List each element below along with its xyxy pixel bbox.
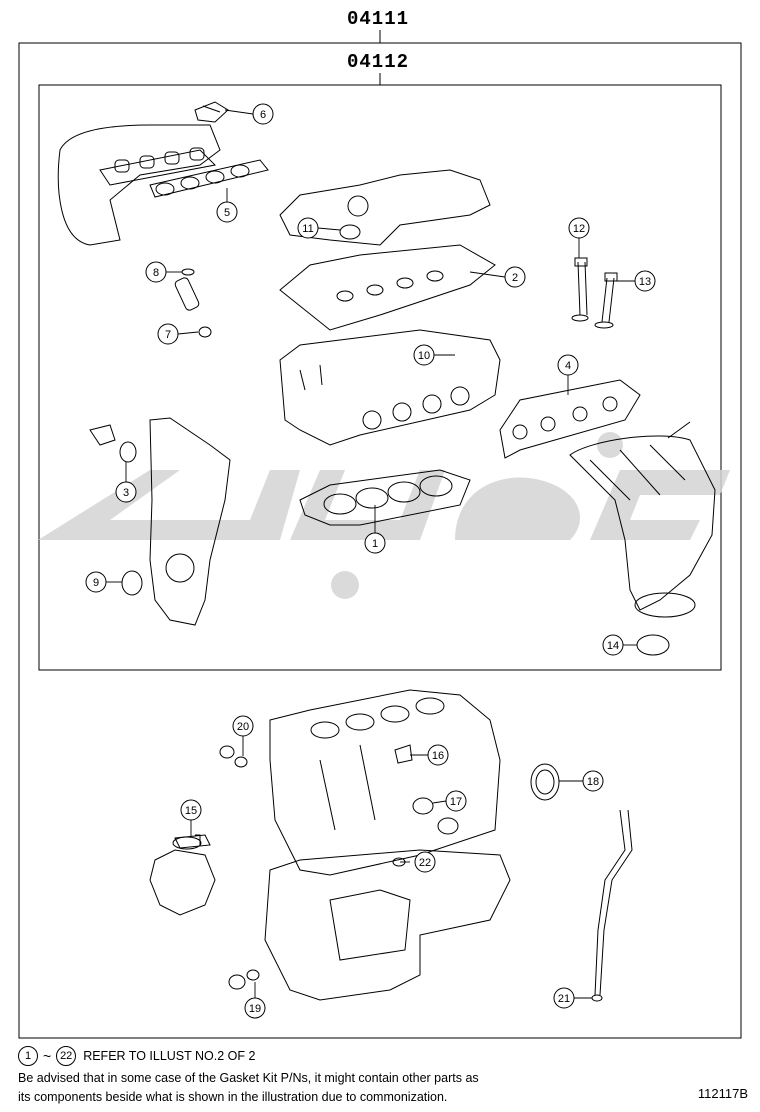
callout-22: 22 <box>414 851 436 873</box>
callout-12: 12 <box>568 217 590 239</box>
svg-text:15: 15 <box>185 805 197 817</box>
svg-text:5: 5 <box>224 207 230 219</box>
part-drawings <box>57 101 716 1002</box>
callout-21: 21 <box>553 987 575 1009</box>
callout-17: 17 <box>445 790 467 812</box>
callout-11: 11 <box>297 217 319 239</box>
callout-4: 4 <box>557 354 579 376</box>
intake-manifold-drawing <box>57 101 269 246</box>
sub-kit-part-number: 04112 <box>347 51 410 73</box>
svg-text:12: 12 <box>573 223 585 235</box>
oil-pump-drawing <box>149 834 216 916</box>
head-gasket-drawing <box>299 469 471 526</box>
svg-text:17: 17 <box>450 796 462 808</box>
svg-text:9: 9 <box>93 577 99 589</box>
illustration-code: 112117B <box>697 1086 748 1101</box>
valve-cover-drawing <box>279 169 496 331</box>
svg-text:8: 8 <box>153 267 159 279</box>
watermark-logo <box>38 432 730 599</box>
svg-text:7: 7 <box>165 329 171 341</box>
valves-drawing <box>571 257 618 329</box>
kit-part-number: 04111 <box>347 8 410 30</box>
svg-text:21: 21 <box>558 993 570 1005</box>
svg-text:6: 6 <box>260 109 266 121</box>
cylinder-head-drawing <box>279 329 501 446</box>
footer-reference: 1 ~ 22 REFER TO ILLUST NO.2 OF 2 <box>18 1046 255 1066</box>
inner-kit-frame <box>38 84 722 671</box>
callout-10: 10 <box>413 344 435 366</box>
exhaust-manifold-drawing <box>569 421 716 618</box>
notice-line-1: Be advised that in some case of the Gask… <box>18 1071 479 1085</box>
callout-20: 20 <box>232 715 254 737</box>
callout-6: 6 <box>252 103 274 125</box>
svg-text:18: 18 <box>587 776 599 788</box>
ref-from-bubble: 1 <box>18 1046 38 1066</box>
callout-14: 14 <box>602 634 624 656</box>
svg-text:20: 20 <box>237 721 249 733</box>
svg-text:13: 13 <box>639 276 651 288</box>
svg-text:10: 10 <box>418 350 430 362</box>
ref-tilde: ~ <box>43 1048 52 1064</box>
svg-text:11: 11 <box>302 223 313 235</box>
svg-text:2: 2 <box>512 272 518 284</box>
notice-line-2: its components beside what is shown in t… <box>18 1090 448 1104</box>
callout-18: 18 <box>582 770 604 792</box>
oil-seal-9-drawing <box>121 570 143 596</box>
oil-seal-18-drawing <box>530 763 560 801</box>
callout-9: 9 <box>85 571 107 593</box>
callout-5: 5 <box>216 201 238 223</box>
svg-text:22: 22 <box>419 857 431 869</box>
callout-15: 15 <box>180 799 202 821</box>
callout-7: 7 <box>157 323 179 345</box>
callout-8: 8 <box>145 261 167 283</box>
svg-text:4: 4 <box>565 360 571 372</box>
cylinder-block-drawing <box>269 689 501 876</box>
oil-pan-drawing <box>264 849 511 1001</box>
svg-text:16: 16 <box>432 750 444 762</box>
svg-text:14: 14 <box>607 640 619 652</box>
svg-text:1: 1 <box>372 538 378 550</box>
svg-text:19: 19 <box>249 1003 261 1015</box>
exhaust-gasket-drawing <box>499 379 641 459</box>
timing-cover-drawing <box>89 417 231 626</box>
callout-13: 13 <box>634 270 656 292</box>
svg-text:3: 3 <box>123 487 129 499</box>
outer-kit-frame <box>18 42 742 1039</box>
ref-to-bubble: 22 <box>56 1046 77 1066</box>
callout-19: 19 <box>244 997 266 1019</box>
callout-16: 16 <box>427 744 449 766</box>
callout-1: 1 <box>364 532 386 554</box>
callout-2: 2 <box>504 266 526 288</box>
callout-leaders <box>106 109 637 999</box>
callout-3: 3 <box>115 481 137 503</box>
ref-text: REFER TO ILLUST NO.2 OF 2 <box>83 1049 256 1063</box>
